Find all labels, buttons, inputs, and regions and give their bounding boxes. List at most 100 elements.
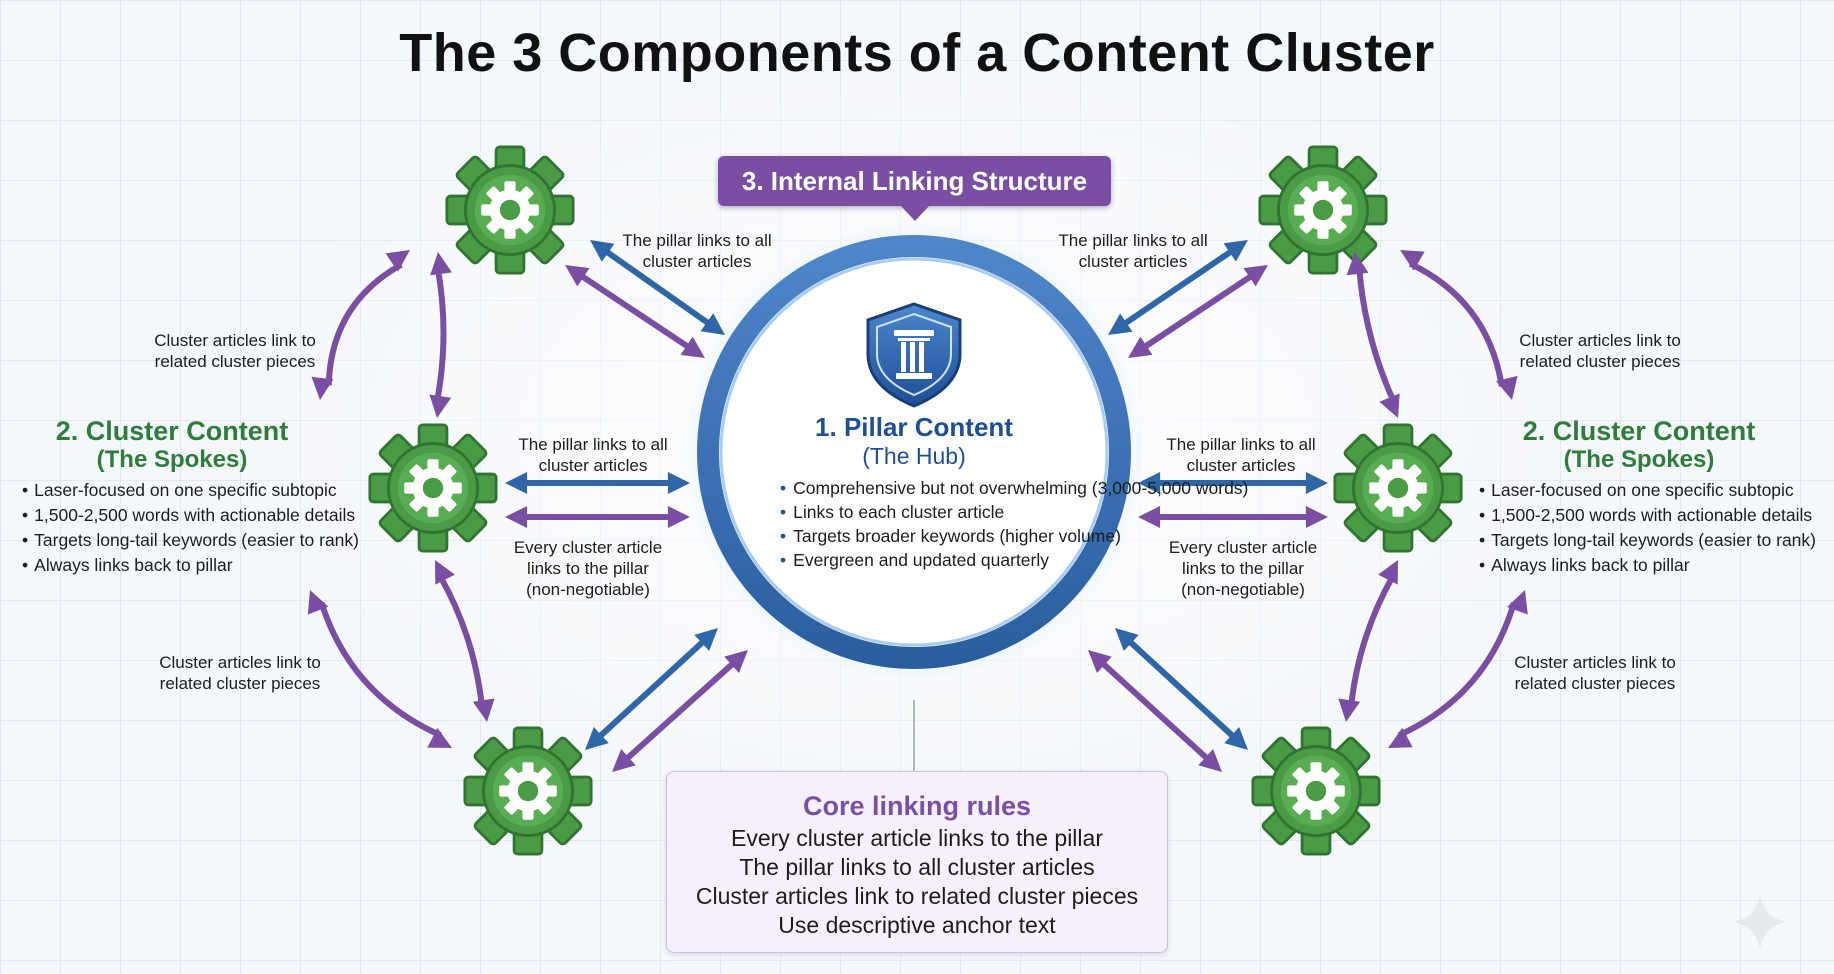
pillar-subtitle: (The Hub) [862,443,966,469]
arrow-purple-head [1507,590,1528,615]
arrow-blue-shaft [1120,247,1236,328]
cluster-title: 2. Cluster Content [55,416,289,446]
list-item: 1,500-2,500 words with actionable detail… [22,503,382,528]
arrow-purple-head [1346,252,1369,276]
rules-title: Core linking rules [802,791,1032,821]
arrow-purple-shaft [1348,574,1396,707]
label-pillar-links-mid-right: The pillar links to all cluster articles [1166,435,1316,475]
arrow-purple-head [612,749,636,772]
cluster-subtitle: (The Spokes) [96,446,248,473]
arrow-purple-head [505,506,528,528]
page-title: The 3 Components of a Content Cluster [399,23,1435,83]
pillar-title: 1. Pillar Content [815,412,1013,442]
arrow-purple-head [1388,727,1413,748]
arrow-purple-head [472,698,495,722]
list-item: Comprehensive but not overwhelming (3,00… [780,478,1248,499]
arrow-purple-shaft [437,574,485,707]
rule-item: Every cluster article links to the pilla… [731,825,1103,851]
arrow-blue-head [1224,726,1248,750]
list-item: Links to each cluster article [780,502,1048,523]
cluster-title: 2. Cluster Content [1522,416,1756,446]
arrow-purple-head [427,728,452,748]
arrow-purple-shaft [1408,260,1505,387]
label-cluster-links-lower-right: Cluster articles link to related cluster… [1514,653,1676,693]
list-item: Laser-focused on one specific subtopic [22,478,382,503]
list-item: Laser-focused on one specific subtopic [1479,478,1829,503]
gear-icon [1333,423,1463,553]
arrow-purple-head [1338,698,1361,722]
list-item: Targets long-tail keywords (easier to ra… [1479,528,1829,553]
pillar-bullets: Comprehensive but not overwhelming (3,00… [780,478,1248,571]
arrow-purple-head [1138,506,1161,528]
sparkle-icon [1733,895,1787,949]
gear-icon [1258,145,1388,275]
label-pillar-links-top-left: The pillar links to all cluster articles [622,231,772,271]
list-item: Evergreen and updated quarterly [780,550,1049,571]
arrow-blue-head [694,628,718,652]
rule-item: Use descriptive anchor text [778,912,1056,938]
arrow-purple-head [429,394,452,418]
arrow-purple-head [1088,650,1112,674]
arrow-purple-head [1496,375,1518,400]
label-pillar-links-mid-left: The pillar links to all cluster articles [518,435,668,475]
cluster-bullets: Laser-focused on one specific subtopic 1… [1479,478,1829,578]
arrow-purple-head [1243,265,1268,287]
arrow-purple-head [1400,250,1425,271]
rule-item: Cluster articles link to related cluster… [695,883,1139,909]
arrow-purple-head [435,560,455,585]
label-every-cluster-left: Every cluster article links to the pilla… [513,538,663,599]
arrow-blue-head [590,240,615,262]
arrow-purple-head [1128,336,1153,358]
label-cluster-links-lower-left: Cluster articles link to related cluster… [159,653,321,693]
arrow-blue-head [505,472,528,494]
gear-icon [445,145,575,275]
arrow-purple-shaft [325,261,403,386]
arrow-blue-head [1305,472,1328,494]
arrow-purple-shaft [434,268,447,402]
label-pillar-links-top-right: The pillar links to all cluster articles [1058,231,1208,271]
arrow-blue-head [700,313,725,335]
arrow-blue-shaft [602,247,713,328]
link-arrows [307,240,1528,772]
arrow-blue-head [585,726,609,750]
arrow-purple-head [724,650,748,673]
label-every-cluster-right: Every cluster article links to the pilla… [1168,538,1318,599]
arrow-purple-shaft [622,659,738,763]
list-item: Always links back to pillar [1479,553,1829,578]
label-cluster-links-upper-left: Cluster articles link to related cluster… [154,331,316,371]
gear-icon [1251,726,1381,856]
core-linking-rules-box: Core linking rules Every cluster article… [666,771,1168,953]
arrow-purple-shaft [1356,268,1397,403]
arrow-purple-head [667,506,690,528]
list-item: 1,500-2,500 words with actionable detail… [1479,503,1829,528]
label-cluster-links-upper-right: Cluster articles link to related cluster… [1519,331,1681,371]
arrow-purple-head [385,250,410,272]
arrow-blue-head [1108,313,1133,335]
arrow-purple-shaft [1140,271,1256,352]
arrow-purple-shaft [1098,659,1212,763]
arrow-purple-head [1378,560,1398,585]
linking-structure-banner: 3. Internal Linking Structure [718,156,1111,221]
arrow-blue-head [1223,240,1248,262]
arrow-blue-head [1138,472,1161,494]
arrow-blue-head [1115,628,1139,652]
arrow-purple-head [430,252,452,276]
arrow-purple-head [1198,748,1222,772]
gear-icon [368,423,498,553]
arrow-purple-shaft [577,271,693,352]
arrow-purple-shaft [318,601,442,739]
arrow-purple-head [565,265,590,287]
rule-item: The pillar links to all cluster articles [739,854,1095,880]
cluster-content-left: 2. Cluster Content (The Spokes) Laser-fo… [22,416,382,578]
arrow-purple-head [680,336,705,358]
list-item: Targets long-tail keywords (easier to ra… [22,528,382,553]
arrow-purple-head [311,376,334,400]
arrow-blue-shaft [595,637,708,741]
list-item: Always links back to pillar [22,553,382,578]
arrow-purple-shaft [1397,601,1517,738]
arrow-blue-shaft [1125,637,1238,741]
gear-icon [463,726,593,856]
cluster-content-right: 2. Cluster Content (The Spokes) Laser-fo… [1479,416,1829,578]
cluster-bullets: Laser-focused on one specific subtopic 1… [22,478,382,578]
arrow-purple-head [1379,393,1400,418]
